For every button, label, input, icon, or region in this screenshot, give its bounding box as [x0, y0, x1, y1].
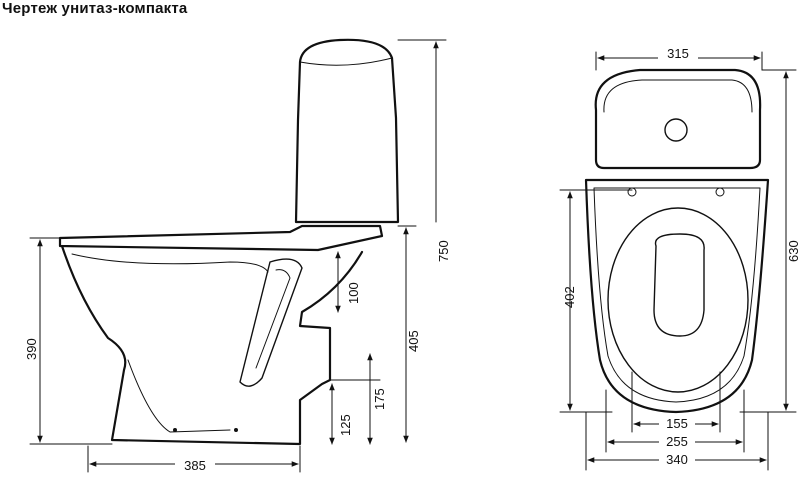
cistern-top-inner — [603, 79, 753, 113]
hinge-hole-left — [627, 187, 637, 197]
trap-channel — [239, 258, 303, 387]
bowl-inner — [71, 253, 269, 273]
cistern-top-outline — [594, 68, 762, 170]
bowl-outline — [60, 244, 364, 446]
dim-340-label: 340 — [666, 452, 688, 467]
dim-405-label: 405 — [406, 330, 421, 352]
dim-315-label: 315 — [667, 46, 689, 61]
bowl-opening — [653, 233, 705, 337]
dim-750-label: 750 — [436, 240, 451, 262]
drawing-title: Чертеж унитаз-компакта — [2, 0, 188, 17]
dim-125-label: 125 — [338, 414, 353, 436]
seat-top — [607, 207, 749, 393]
dim-100-label: 100 — [346, 282, 361, 304]
dim-390-label: 390 — [24, 338, 39, 360]
top-view: 315 630 402 155 255 340 — [559, 46, 800, 471]
dim-402-label: 402 — [562, 286, 577, 308]
dim-155-label: 155 — [666, 416, 688, 431]
cistern-outline — [294, 38, 400, 224]
side-view: 750 390 405 100 175 125 385 — [24, 38, 451, 473]
bowl-top-outline — [584, 178, 770, 414]
seat-outline — [58, 224, 384, 252]
dim-630-label: 630 — [786, 240, 800, 262]
flush-button-icon — [664, 118, 688, 142]
cistern-lid-line — [299, 57, 393, 66]
dim-385-label: 385 — [184, 458, 206, 473]
hinge-hole-right — [715, 187, 725, 197]
bowl-front-inner — [127, 359, 231, 433]
trap-inner — [255, 269, 291, 369]
dim-175-label: 175 — [372, 388, 387, 410]
dim-255-label: 255 — [666, 434, 688, 449]
bowl-top-inner-rim — [593, 187, 761, 403]
